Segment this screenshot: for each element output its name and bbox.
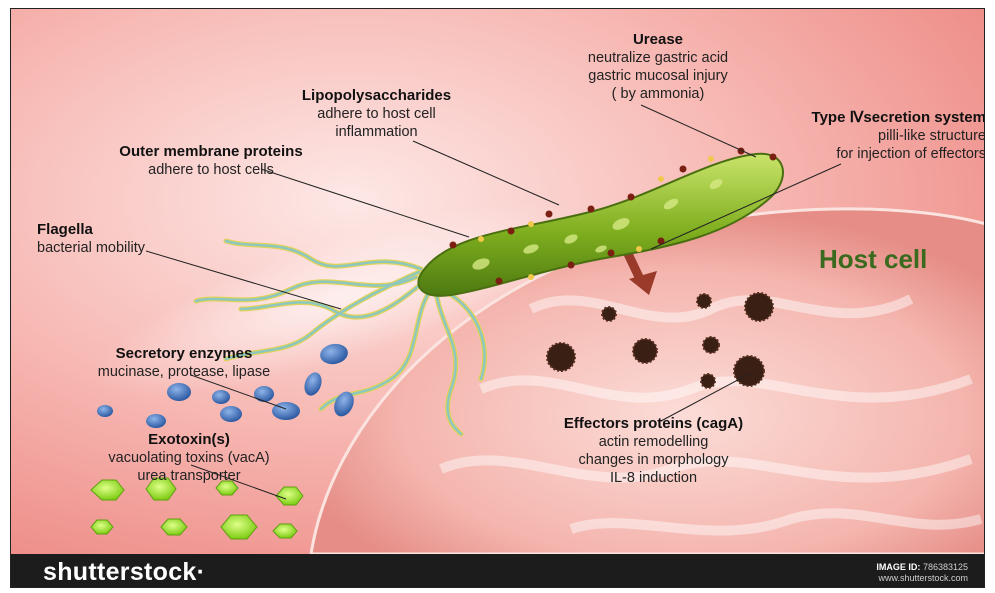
diagram-frame: Urease neutralize gastric acid gastric m… bbox=[10, 8, 985, 588]
exotoxin-label: Exotoxin(s) vacuolating toxins (vacA) ur… bbox=[89, 431, 289, 485]
exotoxin-line-2: urea transporter bbox=[89, 467, 289, 485]
lps-label: Lipopolysaccharides adhere to host cell … bbox=[289, 87, 464, 141]
exotoxin-line-1: vacuolating toxins (vacA) bbox=[89, 449, 289, 467]
lps-line-1: adhere to host cell bbox=[289, 105, 464, 123]
omp-title: Outer membrane proteins bbox=[101, 143, 321, 161]
effectors-label: Effectors proteins (cagA) actin remodell… bbox=[546, 415, 761, 487]
urease-line-3: ( by ammonia) bbox=[563, 85, 753, 103]
urease-line-2: gastric mucosal injury bbox=[563, 67, 753, 85]
flagella-label: Flagella bacterial mobility bbox=[37, 221, 145, 257]
enzymes-line-1: mucinase, protease, lipase bbox=[69, 363, 299, 381]
image-id-value: 786383125 bbox=[923, 562, 968, 572]
t4ss-title: Type Ⅳsecretion system bbox=[771, 109, 985, 127]
enzymes-label: Secretory enzymes mucinase, protease, li… bbox=[69, 345, 299, 381]
urease-line-1: neutralize gastric acid bbox=[563, 49, 753, 67]
effectors-line-3: IL-8 induction bbox=[546, 469, 761, 487]
footer-bar: shutterstock· IMAGE ID: 786383125 www.sh… bbox=[11, 554, 985, 588]
site-url: www.shutterstock.com bbox=[878, 573, 968, 583]
t4ss-label: Type Ⅳsecretion system pilli-like struct… bbox=[771, 109, 985, 163]
brand-logo: shutterstock· bbox=[43, 558, 205, 587]
t4ss-line-1: pilli-like structure bbox=[771, 127, 985, 145]
flagella-title: Flagella bbox=[37, 221, 145, 239]
enzymes-title: Secretory enzymes bbox=[69, 345, 299, 363]
effectors-line-2: changes in morphology bbox=[546, 451, 761, 469]
flagella-line-1: bacterial mobility bbox=[37, 239, 145, 257]
omp-label: Outer membrane proteins adhere to host c… bbox=[101, 143, 321, 179]
effectors-title: Effectors proteins (cagA) bbox=[546, 415, 761, 433]
effectors-line-1: actin remodelling bbox=[546, 433, 761, 451]
urease-title: Urease bbox=[563, 31, 753, 49]
t4ss-line-2: for injection of effectors bbox=[771, 145, 985, 163]
urease-label: Urease neutralize gastric acid gastric m… bbox=[563, 31, 753, 103]
lps-title: Lipopolysaccharides bbox=[289, 87, 464, 105]
omp-line-1: adhere to host cells bbox=[101, 161, 321, 179]
exotoxin-title: Exotoxin(s) bbox=[89, 431, 289, 449]
lps-line-2: inflammation bbox=[289, 123, 464, 141]
host-cell-label: Host cell bbox=[819, 244, 927, 275]
image-id-block: IMAGE ID: 786383125 www.shutterstock.com bbox=[876, 562, 968, 584]
image-id-label: IMAGE ID: bbox=[876, 562, 920, 572]
